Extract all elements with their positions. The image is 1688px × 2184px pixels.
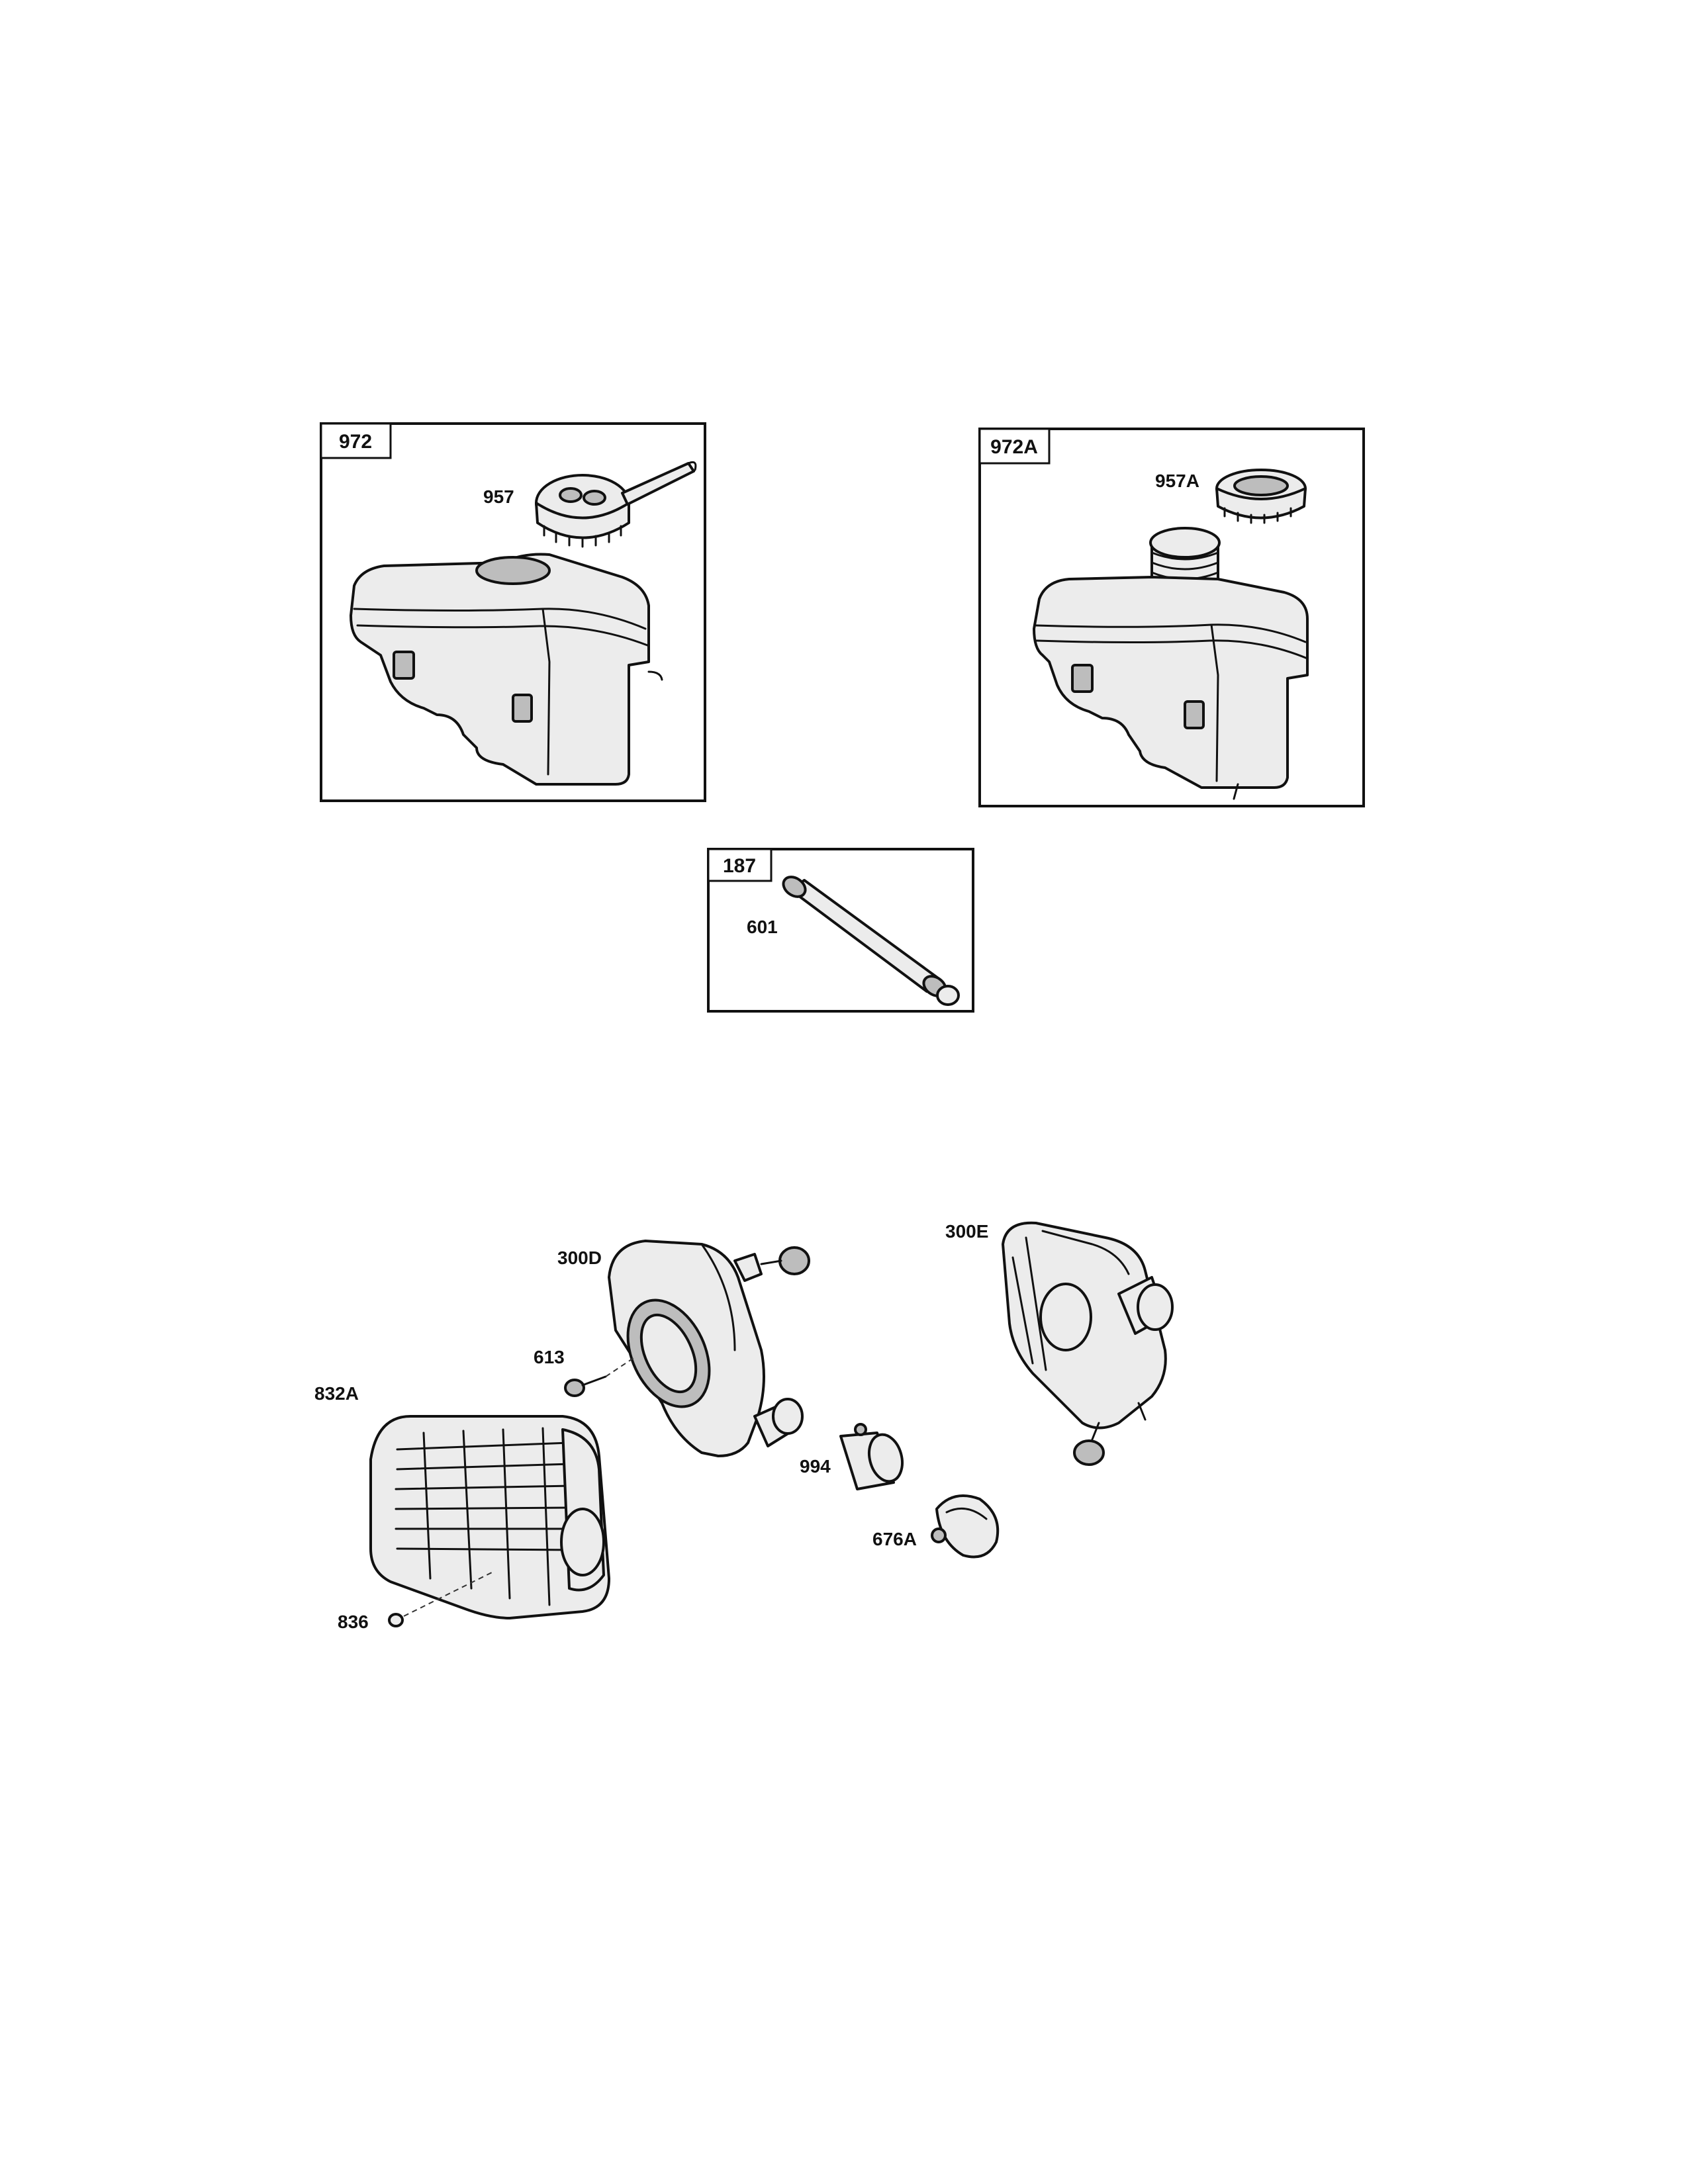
muffler-300e-icon	[1002, 1221, 1174, 1466]
callout-613: 613	[534, 1347, 565, 1367]
kit-972-tag-box	[320, 422, 392, 459]
muffler-300d-icon	[608, 1240, 810, 1457]
kit-187-tag: 187	[723, 855, 756, 877]
fuel-tank-972-icon	[350, 553, 663, 786]
kit-972-panel: 972 957	[320, 422, 706, 802]
kit-972-frame	[320, 422, 706, 802]
kit-972-tag: 972	[339, 431, 372, 453]
screw-836-icon	[388, 1571, 494, 1627]
callout-300d: 300D	[557, 1248, 602, 1268]
callout-957: 957	[483, 486, 514, 507]
callout-836: 836	[338, 1612, 369, 1632]
kit-187-panel: 187 601	[707, 848, 974, 1013]
exploded-view: 300D 613 832A 836 994	[314, 1221, 1174, 1632]
kit-187-frame	[707, 848, 974, 1013]
fuel-cap-957a-icon	[1215, 469, 1307, 524]
kit-972a-frame	[978, 428, 1365, 807]
deflector-994-icon	[839, 1423, 904, 1490]
kit-972a-tag-box	[978, 428, 1051, 465]
kit-187-tag-box	[707, 848, 773, 882]
clamp-676a-icon	[931, 1494, 1000, 1559]
muffler-guard-832a-icon	[369, 1415, 610, 1619]
callout-300e: 300E	[945, 1221, 988, 1242]
fuel-line-601-icon	[782, 876, 960, 1006]
fuel-cap-957-icon	[535, 461, 697, 548]
callout-994: 994	[800, 1456, 831, 1477]
bolt-613-icon	[564, 1356, 636, 1397]
callout-601: 601	[747, 917, 778, 937]
fuel-tank-972a-icon	[1033, 527, 1309, 800]
callout-676a: 676A	[872, 1529, 917, 1549]
callout-832a: 832A	[314, 1383, 359, 1404]
kit-972a-tag: 972A	[990, 436, 1038, 458]
callout-957a: 957A	[1155, 471, 1199, 491]
kit-972a-panel: 972A 957A	[978, 428, 1365, 807]
